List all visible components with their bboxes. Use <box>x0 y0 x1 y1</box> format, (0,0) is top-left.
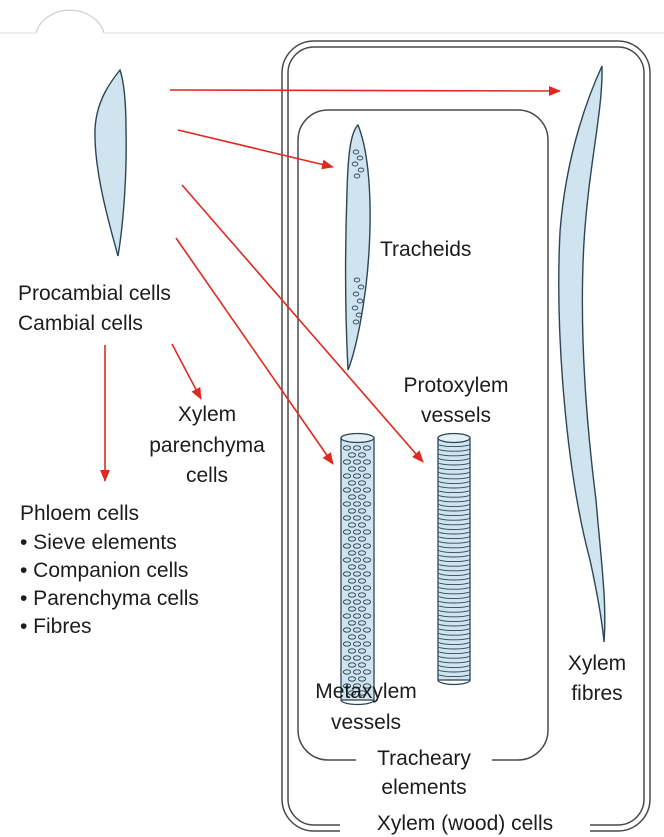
metaxylem-vessel <box>341 434 374 705</box>
phloem-item: • Sieve elements <box>20 531 177 554</box>
tracheary-label-line2: elements <box>381 776 466 799</box>
top-edge-artifact <box>0 10 664 33</box>
protoxylem-label-line2: vessels <box>421 404 491 427</box>
arrow-to-tracheids <box>178 130 333 167</box>
arrow-to-xylem-fibres <box>170 90 560 91</box>
protoxylem-vessel <box>438 434 470 685</box>
xylem-fibres-label-line1: Xylem <box>568 652 626 675</box>
cambial-label: Cambial cells <box>18 312 143 335</box>
phloem-item: • Companion cells <box>20 559 188 582</box>
tracheary-label-line1: Tracheary <box>377 747 471 770</box>
phloem-item: • Fibres <box>20 615 92 638</box>
protoxylem-label-line1: Protoxylem <box>403 374 508 397</box>
xylem-fibre-cell <box>559 66 605 642</box>
metaxylem-label-line1: Metaxylem <box>315 680 417 703</box>
xylem-parenchyma-label-line2: parenchyma <box>149 434 265 457</box>
tracheid-cell <box>346 125 370 370</box>
procambial-cell <box>95 70 126 256</box>
arrows <box>105 90 560 481</box>
metaxylem-label-line2: vessels <box>331 711 401 734</box>
tracheary-elements-box <box>298 110 548 768</box>
procambial-label: Procambial cells <box>18 282 171 305</box>
arrow-to-metaxylem <box>176 238 333 464</box>
xylem-parenchyma-label-line3: cells <box>186 464 228 487</box>
phloem-item: • Parenchyma cells <box>20 587 199 610</box>
xylem-fibres-label-line2: fibres <box>571 682 622 705</box>
arrow-to-xylem-parenchyma <box>172 344 201 399</box>
phloem-cells-title: Phloem cells <box>20 502 139 525</box>
xylem-parenchyma-label-line1: Xylem <box>178 403 236 426</box>
xylem-wood-cells-label: Xylem (wood) cells <box>377 812 553 835</box>
tracheids-label: Tracheids <box>380 238 471 261</box>
